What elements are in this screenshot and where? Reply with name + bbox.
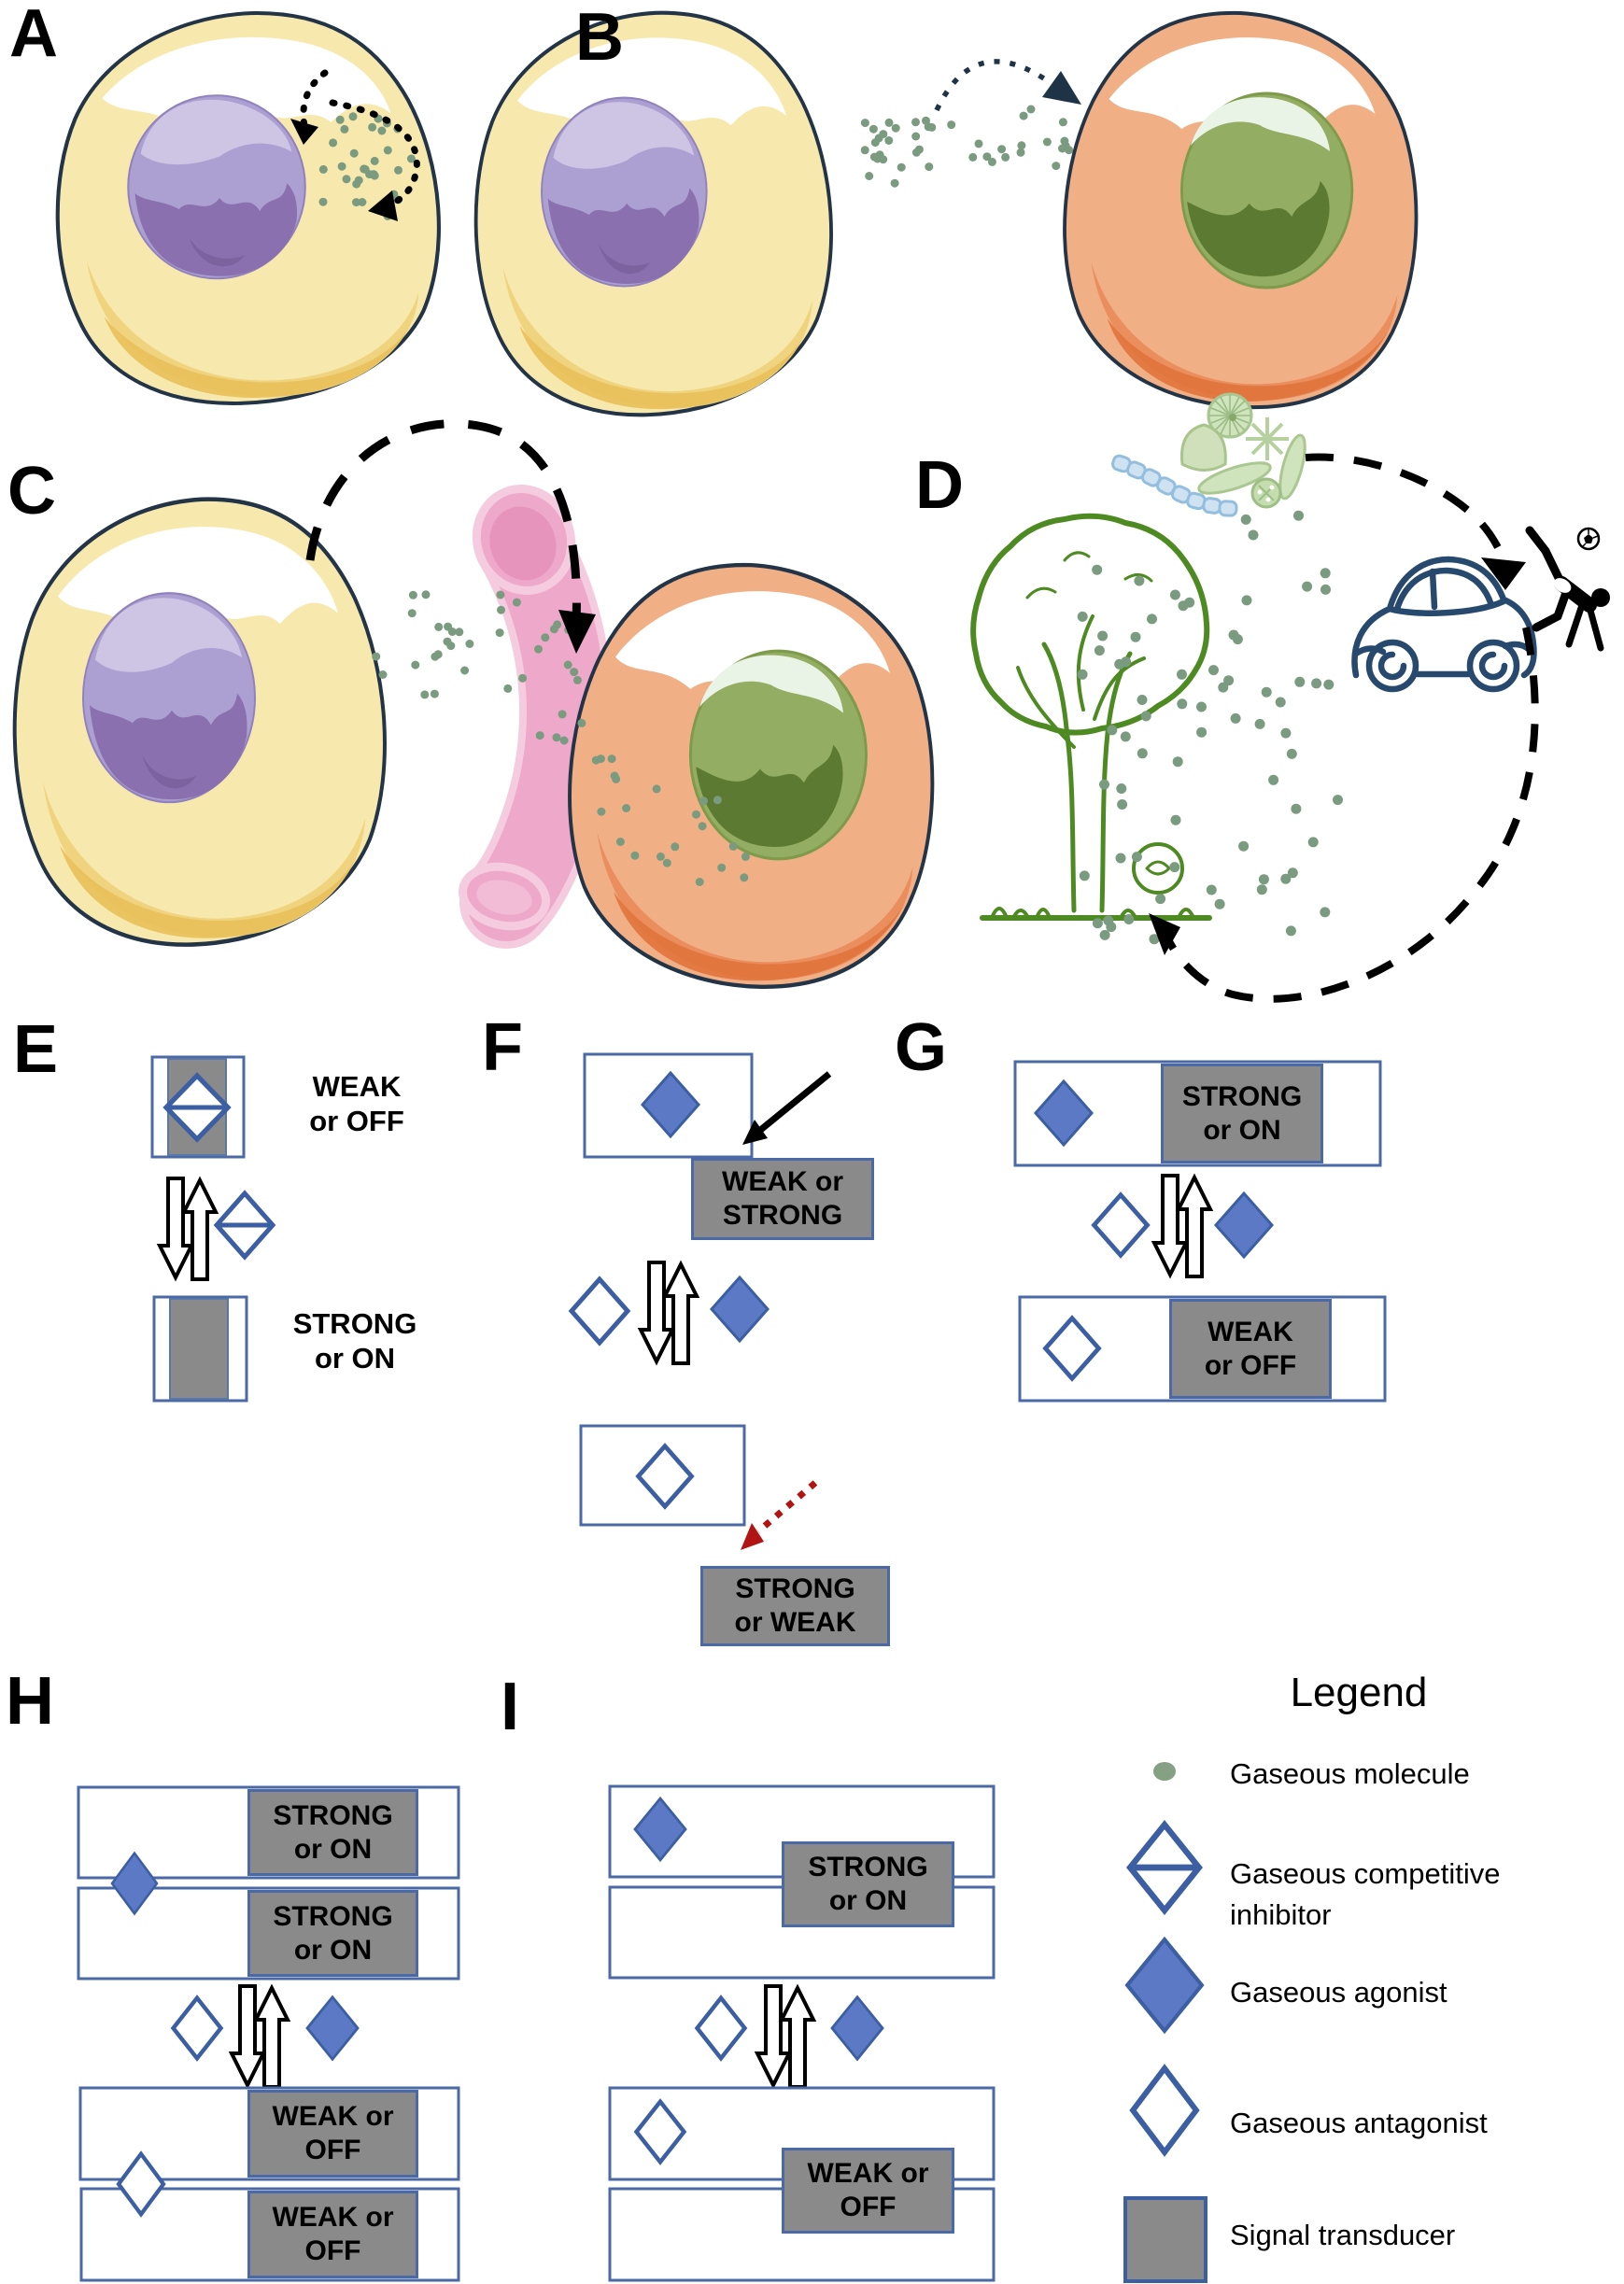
antagonist-diamond-icon: [572, 1279, 628, 1343]
panel-f-receptor-diagram: [572, 1052, 832, 1550]
panel-letter-d: D: [915, 448, 964, 523]
soccer-ball-icon: [1576, 527, 1601, 551]
ellipse-diatom-icon: [1197, 461, 1272, 495]
signal-transducer-box-icon: [1123, 2196, 1207, 2283]
agonist-diamond-icon: [830, 1995, 884, 2061]
agonist-diamond-icon: [710, 1276, 770, 1343]
paracrine-arrow-icon: [934, 59, 1081, 112]
panel-letter-a: A: [9, 0, 58, 71]
equilibrium-arrow-up-f: [663, 1262, 699, 1365]
panel-b-paracrine: [476, 10, 1419, 416]
panel-letter-f: F: [482, 1010, 523, 1085]
panel-a-autocrine: [58, 13, 439, 403]
panel-letter-g: G: [895, 1010, 948, 1085]
equilibrium-arrow-down-i: [756, 1984, 791, 2087]
legend-item-label: Gaseous competitive inhibitor: [1230, 1857, 1501, 1932]
equilibrium-arrow-up-e: [182, 1178, 218, 1281]
ellipse-diatom2-icon: [1278, 433, 1306, 501]
gaseous-dots-c3: [591, 754, 708, 867]
legend-icons: [1123, 1762, 1207, 2283]
legend-item-label: Gaseous agonist: [1230, 1976, 1447, 2009]
equilibrium-arrow-down-e: [158, 1177, 193, 1279]
environment-cycle-arrow-top-icon: [1305, 453, 1526, 590]
transducer-label-i-top: STRONG or ON: [782, 1841, 954, 1927]
transducer-label-h-3: WEAK or OFF: [247, 2090, 418, 2178]
legend-item-label: Gaseous antagonist: [1230, 2107, 1488, 2139]
panel-letter-h: H: [6, 1664, 54, 1739]
cell-yellow-c: [15, 500, 385, 945]
agonist-diamond-icon: [1127, 1939, 1202, 2031]
panel-letter-e: E: [13, 1012, 59, 1087]
cone-diatom-icon: [1179, 423, 1227, 472]
autocrine-arrow-loop-icon: [329, 99, 420, 221]
legend-item-label: Signal transducer: [1230, 2219, 1456, 2251]
cell-orange-c: [570, 565, 932, 987]
equilibrium-arrow-down-f: [639, 1261, 674, 1363]
environment-cycle-arrow-bottom-icon: [1149, 627, 1539, 1003]
plankton-icons: [1111, 392, 1306, 517]
equilibrium-arrow-down-g: [1152, 1174, 1188, 1276]
panel-e-receptor-diagram: [150, 1055, 273, 1403]
legend-title: Legend: [1290, 1670, 1428, 1715]
blood-vessel: [459, 485, 614, 949]
transducer-label-h-1: STRONG or ON: [247, 1789, 418, 1876]
transducer-label-h-2: STRONG or ON: [247, 1890, 418, 1977]
weak-signal-arrow-icon: [741, 1480, 818, 1550]
agonist-diamond-icon: [1214, 1191, 1274, 1259]
tree-icon: [970, 513, 1212, 921]
car-icon: [1351, 556, 1537, 693]
agonist-diamond-icon: [305, 1995, 360, 2061]
transducer-label-g-bottom: WEAK or OFF: [1169, 1299, 1332, 1399]
cell-orange-b: [1063, 10, 1419, 410]
state-label-e-bottom: STRONG or ON: [292, 1307, 417, 1375]
equilibrium-arrow-down-h: [230, 1984, 265, 2087]
gaseous-dots-c1: [372, 590, 528, 699]
signal-direction-arrow-icon: [742, 1071, 832, 1145]
cyanobacteria-chain-icon: [1111, 454, 1238, 517]
panel-d-environment: [970, 392, 1610, 1003]
panel-letter-i: I: [501, 1670, 520, 1744]
transducer-label-i-bottom: WEAK or OFF: [782, 2148, 954, 2234]
legend-item-label: Gaseous molecule: [1230, 1757, 1470, 1790]
soccer-player-icon: [1525, 526, 1610, 652]
gaseous-dots-c4: [692, 796, 750, 886]
transducer-label-g-top: STRONG or ON: [1161, 1064, 1323, 1163]
competitive-inhibitor-diamond-icon: [217, 1193, 273, 1257]
panel-letter-b: B: [575, 0, 624, 75]
gaseous-dots-d: [1077, 510, 1343, 945]
transducer-label-f-top: WEAK or STRONG: [691, 1158, 874, 1240]
antagonist-diamond-icon: [1133, 2068, 1196, 2152]
panel-letter-c: C: [7, 454, 56, 529]
endocrine-arch-arrow-icon: [305, 419, 596, 654]
transducer-label-f-bottom: STRONG or WEAK: [700, 1566, 890, 1646]
cell-yellow-b: [476, 13, 831, 416]
round-diatom-icon: [1250, 477, 1282, 509]
equilibrium-arrow-up-g: [1177, 1176, 1212, 1278]
competitive-inhibitor-diamond-icon: [1130, 1825, 1199, 1910]
star-diatom-icon: [1246, 417, 1289, 460]
equilibrium-arrow-up-i: [780, 1986, 815, 2089]
equilibrium-arrow-up-h: [254, 1986, 289, 2089]
autocrine-arrow-short-icon: [290, 69, 329, 145]
state-label-e-top: WEAK or OFF: [309, 1070, 404, 1137]
signal-transducer-e-bottom: [169, 1298, 229, 1400]
antagonist-diamond-icon: [698, 1998, 745, 2059]
radial-diatom-icon: [1207, 392, 1253, 439]
transducer-label-h-4: WEAK or OFF: [247, 2191, 418, 2278]
antagonist-diamond-icon: [174, 1998, 221, 2059]
gaseous-dots-b1: [860, 116, 937, 188]
panel-c-endocrine: [15, 419, 933, 987]
antagonist-diamond-icon: [1094, 1195, 1148, 1256]
gaseous-molecule-dot-icon: [1153, 1762, 1176, 1781]
gaseous-dots-b2: [947, 105, 1074, 171]
